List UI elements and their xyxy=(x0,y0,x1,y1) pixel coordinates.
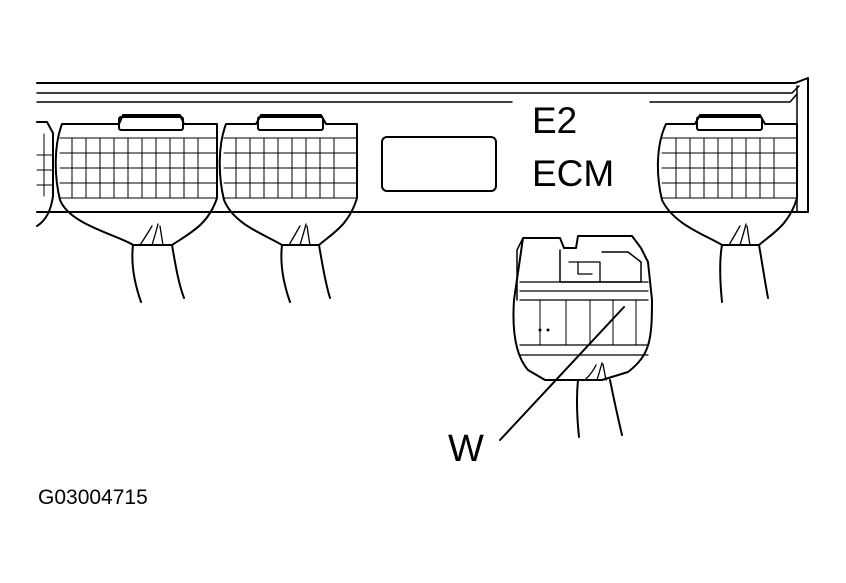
connector-3 xyxy=(656,114,798,303)
ecm-window xyxy=(381,136,497,192)
figure-id-label: G03004715 xyxy=(38,486,148,509)
connector-1 xyxy=(54,114,218,303)
connector-code-label: E2 xyxy=(532,100,578,141)
e2-connector xyxy=(512,235,653,438)
wire-color-label: W xyxy=(448,428,484,470)
connector-partial-left xyxy=(36,121,54,227)
leader-line xyxy=(499,306,625,441)
ecm-label: ECM xyxy=(532,153,615,194)
connector-2 xyxy=(218,114,358,303)
ecm-housing xyxy=(36,77,809,213)
